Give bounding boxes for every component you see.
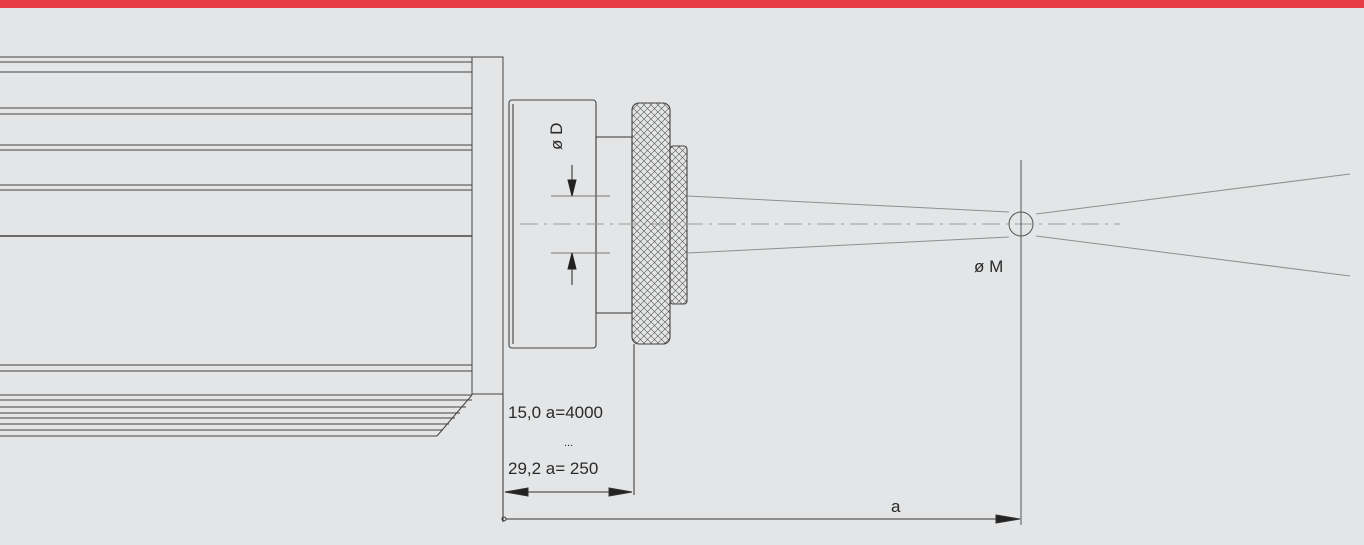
diameter-m-label: ø M <box>974 257 1003 276</box>
spot-size-bottom-label: 29,2 a= 250 <box>508 459 598 478</box>
spot-size-dots: ... <box>564 437 573 449</box>
spot-size-top-label: 15,0 a=4000 <box>508 403 603 422</box>
focus-spot <box>1008 160 1034 525</box>
sensor-housing <box>0 56 504 437</box>
beam-lines <box>520 173 1351 277</box>
accent-top-bar <box>0 0 1364 8</box>
dimension-lines <box>501 344 1021 524</box>
diameter-d-label: ø D <box>547 123 566 150</box>
knurled-focus-ring <box>631 102 688 345</box>
distance-a-label: a <box>891 497 901 516</box>
diameter-d-marker <box>551 165 610 285</box>
